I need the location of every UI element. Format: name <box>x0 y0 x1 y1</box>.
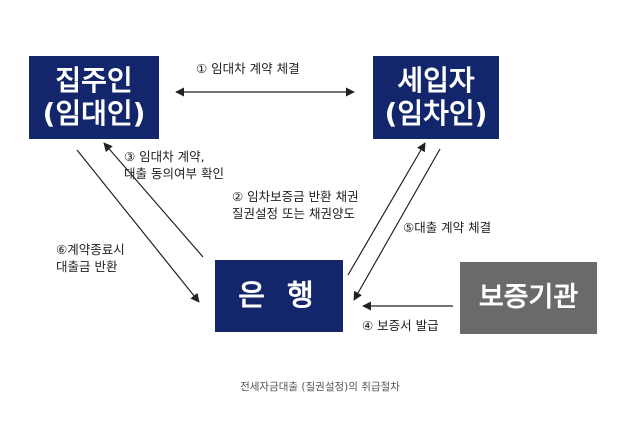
step3-label: ③ 임대차 계약, 대출 동의여부 확인 <box>124 148 224 182</box>
figure-caption: 전세자금대출 (질권설정)의 취급절차 <box>240 381 400 393</box>
step3-label-line2: 대출 동의여부 확인 <box>124 166 224 181</box>
step2-label-line1: ② 임차보증금 반환 채권 <box>232 189 359 204</box>
tenant-box: 세입자 (임차인) <box>373 56 499 139</box>
step3-label-line1: ③ 임대차 계약, <box>124 149 205 164</box>
step6-label-line1: ⑥계약종료시 <box>56 242 125 257</box>
guarantor-title: 보증기관 <box>478 282 579 314</box>
arrow-bank-to-tenant <box>347 142 426 276</box>
step2-label: ② 임차보증금 반환 채권 질권설정 또는 채권양도 <box>232 188 359 222</box>
bank-title: 은 행 <box>238 278 320 313</box>
arrow-tenant-to-bank <box>353 148 441 301</box>
bank-box: 은 행 <box>215 260 343 332</box>
landlord-title: 집주인 <box>55 64 133 98</box>
step2-label-line2: 질권설정 또는 채권양도 <box>232 206 355 221</box>
step6-label-line2: 대출금 반환 <box>56 259 118 274</box>
guarantor-box: 보증기관 <box>460 262 597 334</box>
arrow-bank-to-landlord <box>103 142 204 258</box>
step4-label: ④ 보증서 발급 <box>362 318 439 333</box>
tenant-subtitle: (임차인) <box>384 96 488 130</box>
step6-label: ⑥계약종료시 대출금 반환 <box>56 241 125 275</box>
step5-label: ⑤대출 계약 체결 <box>403 220 492 235</box>
landlord-subtitle: (임대인) <box>42 96 146 130</box>
step1-label: ① 임대차 계약 체결 <box>196 61 300 76</box>
tenant-title: 세입자 <box>397 64 475 98</box>
landlord-box: 집주인 (임대인) <box>29 56 159 139</box>
arrow-landlord-to-bank <box>76 149 200 303</box>
